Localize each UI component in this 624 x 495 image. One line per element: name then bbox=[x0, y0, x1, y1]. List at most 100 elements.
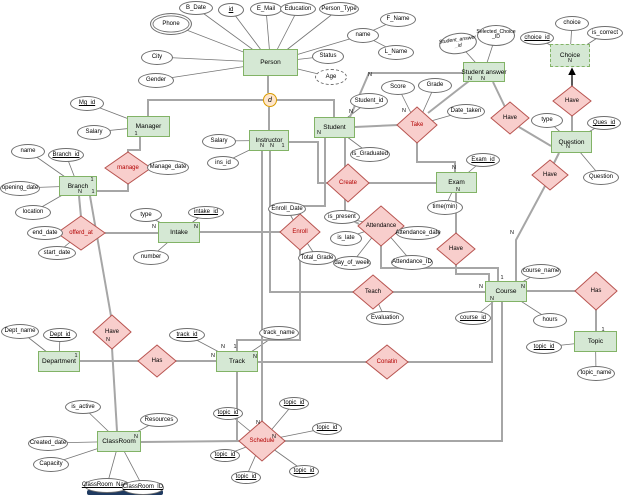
cardinality-label: N bbox=[402, 108, 406, 114]
attribute-topic-id: topic_id bbox=[210, 448, 240, 462]
attribute-track-name: track_name bbox=[259, 326, 299, 340]
entity-person: Person bbox=[243, 49, 298, 76]
attribute-b-date: B_Date bbox=[179, 1, 213, 15]
attribute-day-of-week: day_of_week bbox=[333, 256, 371, 270]
cardinality-label: N bbox=[566, 144, 570, 150]
relationship-connector bbox=[515, 185, 546, 281]
attribute-date-taken: Date_taken bbox=[447, 103, 485, 119]
attribute-mg-id: Mg_id bbox=[70, 95, 104, 111]
cardinality-label: N bbox=[194, 224, 198, 230]
attribute-attendance-id: Attendance_ID bbox=[391, 254, 433, 270]
entity-manager: Manager bbox=[127, 116, 170, 137]
attribute-person-type: Person_Type bbox=[319, 2, 359, 16]
attribute-branch-id: Branch_id bbox=[48, 148, 84, 162]
cardinality-label: N bbox=[521, 284, 525, 290]
attribute-gender: Gender bbox=[138, 72, 174, 88]
relationship-connector bbox=[380, 245, 499, 281]
attribute-dept-name: Dept_name bbox=[1, 323, 39, 339]
attribute-topic-id: topic_id bbox=[213, 406, 243, 420]
relationship-connector bbox=[89, 195, 112, 317]
relationship-attendance-label: Attendance bbox=[365, 223, 397, 229]
cardinality-label: N bbox=[368, 72, 372, 78]
attribute-evaluation: Evaluation bbox=[366, 311, 404, 325]
relationship-connector bbox=[518, 126, 552, 147]
cardinality-label: N bbox=[152, 224, 156, 230]
cardinality-label: N bbox=[481, 76, 485, 82]
attribute-age: Age bbox=[315, 69, 347, 85]
attribute-topic-id: topic_id bbox=[312, 421, 342, 435]
attribute-manage-date: Manage_date bbox=[147, 159, 189, 175]
attribute-start-date: start_date bbox=[38, 246, 76, 260]
attribute-created-date: Created_date bbox=[28, 435, 68, 451]
relationship-diamond-has_topic bbox=[574, 271, 618, 311]
attribute-enroll-date: Enroll_Date bbox=[268, 202, 306, 216]
entity-student: Student bbox=[314, 117, 355, 138]
entity-question: Question bbox=[551, 131, 592, 153]
relationship-connector bbox=[492, 81, 506, 108]
attribute-topic-id: topic_id bbox=[526, 340, 562, 354]
attribute-grade: Grade bbox=[418, 77, 452, 93]
relationship-diamond-has_track bbox=[137, 344, 177, 378]
cardinality-label: 1 bbox=[233, 344, 237, 350]
relationship-diamond-conatin bbox=[365, 344, 409, 380]
entity-course: Course bbox=[485, 281, 527, 302]
relationship-connector bbox=[147, 99, 263, 116]
relationship-have_sa-label: Have bbox=[502, 115, 518, 121]
attribute-resources: Resources bbox=[140, 413, 178, 427]
relationship-have_cr-label: Have bbox=[104, 329, 120, 335]
relationship-connector bbox=[236, 249, 301, 351]
cardinality-label: N bbox=[479, 284, 483, 290]
relationship-enroll-label: Enroll bbox=[292, 229, 308, 235]
attribute-salary: Salary bbox=[77, 124, 111, 140]
relationship-connector bbox=[111, 347, 118, 432]
relationship-have_q-label: Have bbox=[542, 172, 558, 178]
relationship-connector bbox=[299, 138, 326, 215]
entity-branch: Branch bbox=[59, 176, 97, 196]
attribute-topic-name: topic_name bbox=[577, 365, 615, 381]
cardinality-label: 1 bbox=[281, 143, 285, 149]
cardinality-label: N bbox=[349, 109, 353, 115]
attribute-salary: Salary bbox=[202, 133, 236, 149]
relationship-connector bbox=[427, 80, 470, 114]
cardinality-label: N bbox=[253, 354, 257, 360]
entity-student_answer: Student answer bbox=[461, 62, 507, 82]
attribute-topic-id: topic_id bbox=[289, 464, 319, 478]
entity-intake: Intake bbox=[158, 222, 200, 243]
attribute-is-late: is_late bbox=[330, 230, 362, 246]
entity-track: Track bbox=[216, 351, 258, 372]
attribute-city: City bbox=[141, 49, 173, 65]
attribute-exam-id: Exam_id bbox=[466, 153, 500, 167]
cardinality-label: 1 bbox=[601, 327, 605, 333]
relationship-diamond-schedule bbox=[238, 420, 286, 462]
relationship-connector bbox=[455, 264, 490, 281]
cardinality-label: N bbox=[270, 143, 274, 149]
attribute-score: Score bbox=[381, 79, 415, 95]
attribute-student-id: Student_id bbox=[350, 93, 388, 109]
attribute-name: name bbox=[11, 143, 45, 159]
relationship-diamond-offerd_at bbox=[56, 215, 106, 251]
cardinality-label: N bbox=[211, 353, 215, 359]
relationship-schedule-label: Schedule bbox=[249, 438, 275, 444]
cardinality-label: N bbox=[221, 344, 225, 350]
attribute-e-mail: E_Mail bbox=[250, 2, 282, 16]
disjoint-specialization-circle: d bbox=[263, 93, 277, 107]
attribute-id: id bbox=[218, 3, 244, 17]
attribute-education: Education bbox=[280, 2, 316, 16]
entity-topic: Topic bbox=[574, 331, 617, 352]
attribute-is-active: is_active bbox=[65, 400, 101, 414]
attribute-name: name bbox=[347, 27, 379, 43]
entity-classroom: ClassRoom bbox=[97, 431, 141, 452]
relationship-manage-label: manage bbox=[117, 165, 139, 171]
attribute-l-name: L_Name bbox=[378, 44, 414, 60]
relationship-create-label: Create bbox=[338, 180, 358, 186]
attribute-topic-id: topic_id bbox=[231, 470, 261, 484]
relationship-connector bbox=[269, 151, 354, 293]
relationship-diamond-have_q bbox=[531, 159, 569, 191]
attribute-status: Status bbox=[312, 48, 344, 64]
attribute-selected-choice-id: Selected_Choice _ID bbox=[476, 24, 516, 46]
attribute-attendance-date: Attendance_date bbox=[395, 226, 441, 240]
relationship-diamond-manage bbox=[104, 151, 152, 185]
entity-department: Department bbox=[38, 351, 80, 372]
attribute-course-name: course_name bbox=[521, 263, 561, 279]
